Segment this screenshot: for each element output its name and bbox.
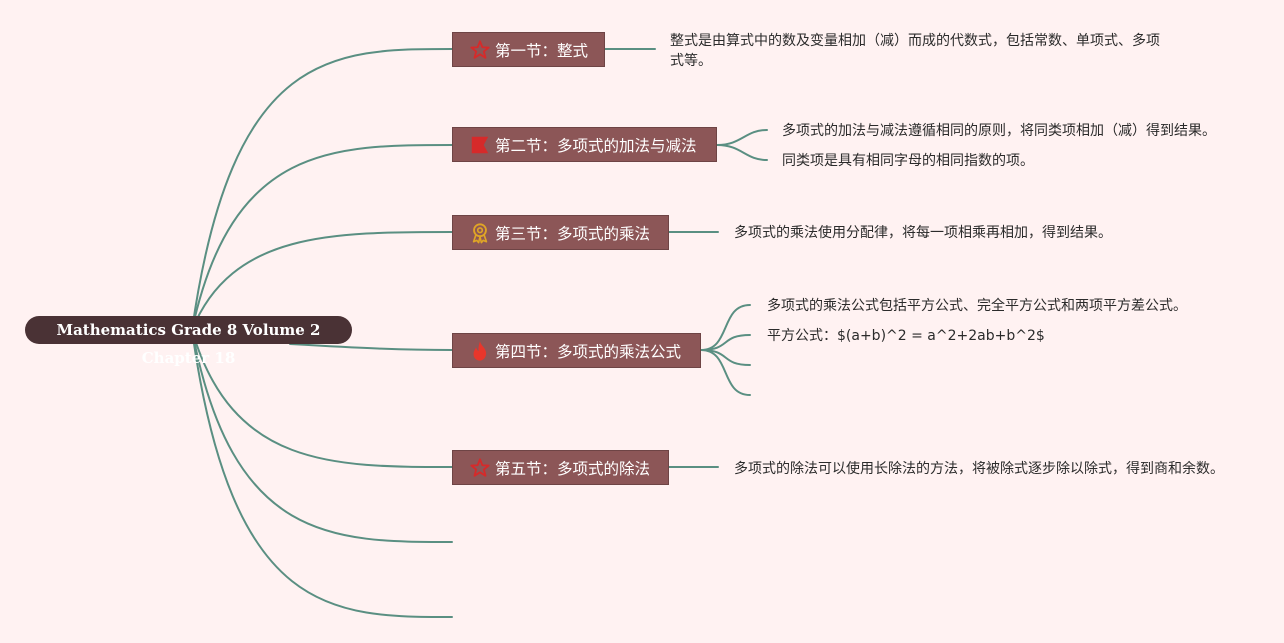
branch-to-section-4 — [289, 343, 453, 351]
topic-section-2[interactable]: 第二节：多项式的加法与减法 — [452, 127, 717, 162]
star-icon — [469, 457, 491, 479]
topic-section-3[interactable]: 第三节：多项式的乘法 — [452, 215, 669, 250]
note-section-4-b: 平方公式：$(a+b)^2 = a^2+2ab+b^2$ — [767, 328, 1045, 344]
topic-section-5[interactable]: 第五节：多项式的除法 — [452, 450, 669, 485]
star-icon — [469, 39, 491, 61]
topic-label: 第四节：多项式的乘法公式 — [495, 342, 682, 361]
note-section-2-b: 同类项是具有相同字母的相同指数的项。 — [782, 153, 1034, 169]
topic-label: 第一节：整式 — [495, 41, 589, 60]
sub-connector-4-4 — [700, 349, 751, 396]
sub-connector-4-1 — [700, 304, 751, 351]
note-section-2-a: 多项式的加法与减法遵循相同的原则，将同类项相加（减）得到结果。 — [782, 123, 1216, 139]
note-section-4-a: 多项式的乘法公式包括平方公式、完全平方公式和两项平方差公式。 — [767, 298, 1187, 314]
topic-label: 第三节：多项式的乘法 — [495, 224, 651, 243]
topic-label: 第二节：多项式的加法与减法 — [495, 136, 697, 155]
note-section-1: 整式是由算式中的数及变量相加（减）而成的代数式，包括常数、单项式、多项式等。 — [670, 33, 1160, 69]
note-section-5: 多项式的除法可以使用长除法的方法，将被除式逐步除以除式，得到商和余数。 — [734, 461, 1224, 477]
branch-empty-2 — [191, 329, 453, 618]
note-section-3: 多项式的乘法使用分配律，将每一项相乘再相加，得到结果。 — [734, 225, 1112, 241]
topic-label: 第五节：多项式的除法 — [495, 459, 651, 478]
branch-to-section-3 — [191, 231, 453, 331]
branch-empty-1 — [191, 329, 453, 543]
fire-icon — [469, 340, 491, 362]
sub-connector-4-3 — [700, 349, 751, 366]
flag-icon — [469, 134, 491, 156]
sub-connector-4-2 — [700, 334, 751, 351]
topic-section-4[interactable]: 第四节：多项式的乘法公式 — [452, 333, 701, 368]
award-ribbon-icon — [469, 222, 491, 244]
branch-to-section-2 — [191, 144, 453, 331]
root-topic[interactable]: Mathematics Grade 8 Volume 2 Chapter 18 — [25, 316, 352, 367]
branch-to-section-1 — [191, 48, 453, 331]
sub-connector-2b — [716, 144, 768, 161]
sub-connector-2a — [716, 129, 768, 146]
topic-section-1[interactable]: 第一节：整式 — [452, 32, 605, 67]
branch-to-section-5 — [191, 329, 453, 468]
